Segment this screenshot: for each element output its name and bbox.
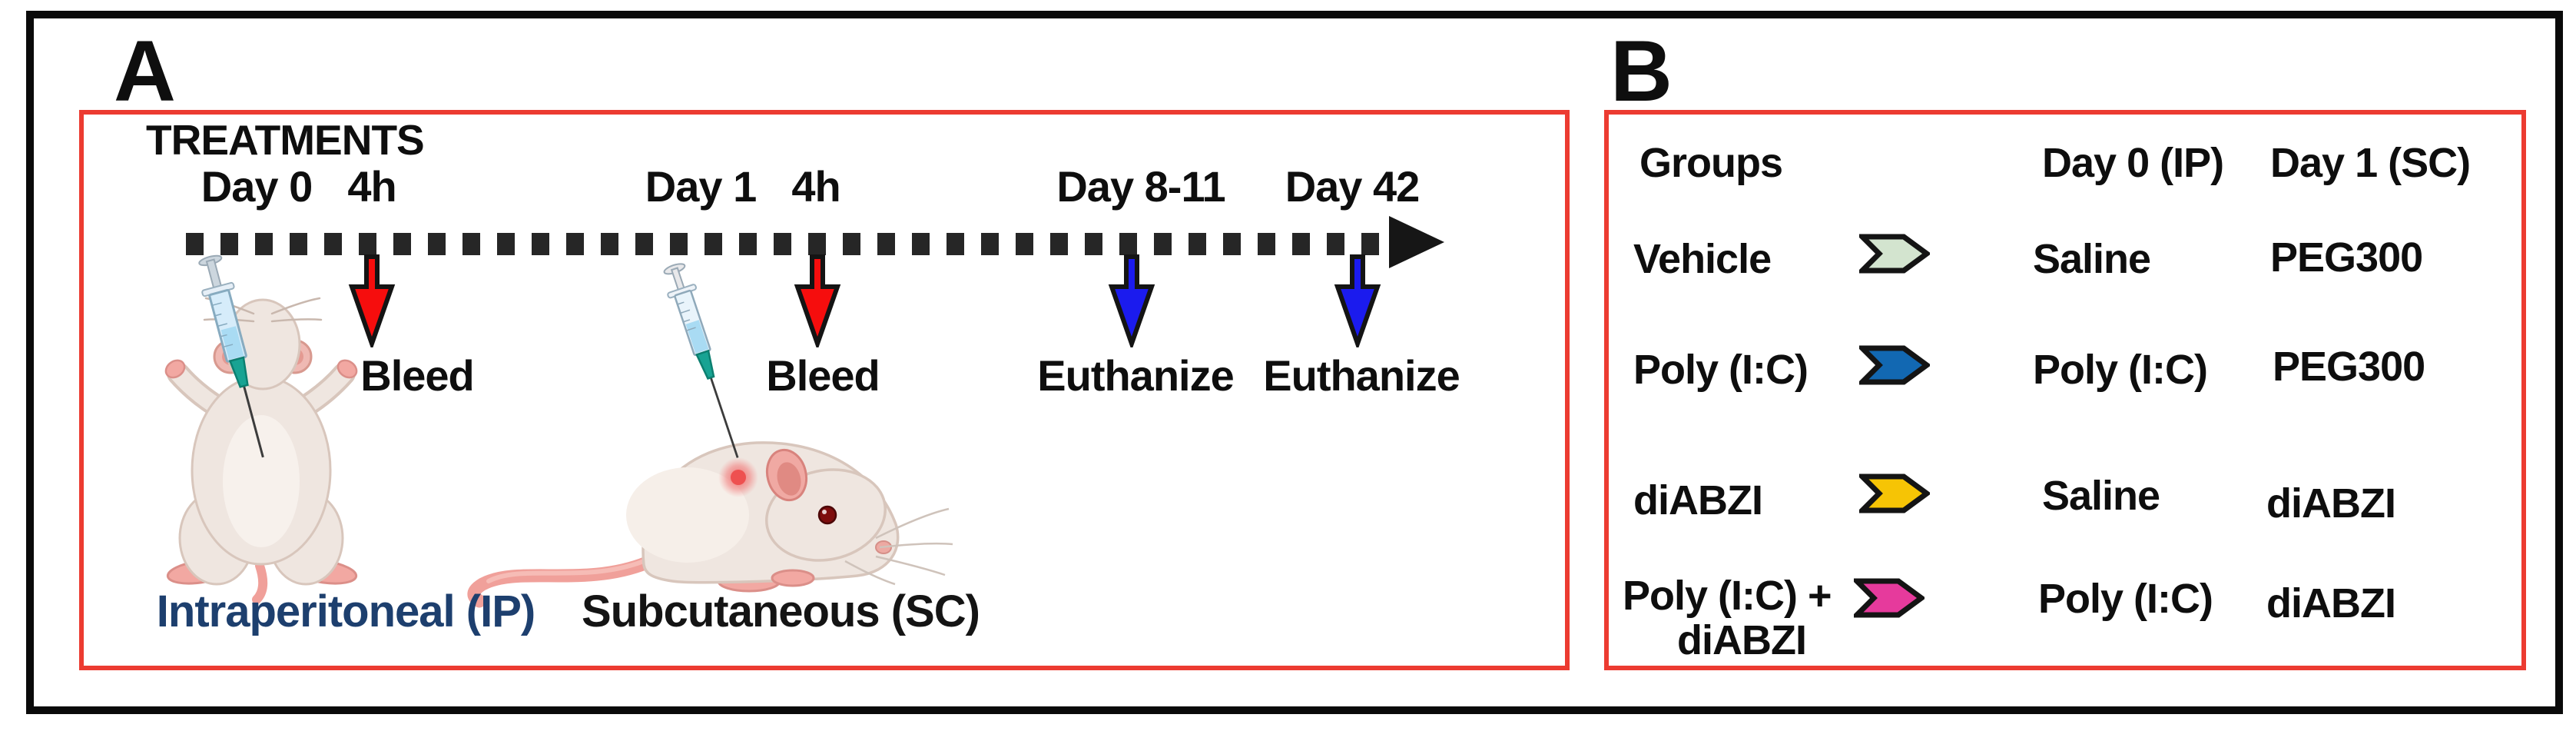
bleed-arrow-icon-1 [348, 254, 396, 347]
event-label-euthanize-2: Euthanize [1263, 351, 1460, 400]
group-label-diabzi: diABZI [1633, 477, 1763, 523]
ip-mouse-illustration [164, 254, 358, 604]
cell-polyic-diabzi-day0: Poly (I:C) [2038, 576, 2213, 622]
cell-polyic-day1: PEG300 [2273, 344, 2425, 390]
euthanize-arrow-icon-1 [1108, 254, 1155, 347]
panel-b-box [1604, 110, 2526, 670]
timepoint-day42: Day 42 [1285, 162, 1421, 211]
bleed-arrow-icon-2 [794, 254, 841, 347]
group-label-polyic: Poly (I:C) [1633, 347, 1809, 393]
chevron-icon-diabzi [1859, 473, 1930, 513]
timepoint-day1: Day 1 [645, 162, 757, 211]
group-label-vehicle: Vehicle [1633, 236, 1772, 282]
cell-vehicle-day0: Saline [2033, 236, 2151, 282]
group-label-polyic-diabzi-line1: Poly (I:C) + [1623, 573, 1832, 619]
group-label-polyic-diabzi-line2: diABZI [1677, 617, 1807, 663]
panel-a-title: TREATMENTS [146, 116, 425, 164]
column-header-day0: Day 0 (IP) [2042, 140, 2224, 186]
route-label-subcutaneous: Subcutaneous (SC) [582, 586, 980, 636]
timepoint-4h-2: 4h [791, 162, 840, 211]
timepoint-4h-1: 4h [347, 162, 396, 211]
timeline-arrowhead-icon [1389, 216, 1444, 268]
cell-diabzi-day0: Saline [2042, 473, 2160, 519]
cell-polyic-day0: Poly (I:C) [2033, 347, 2208, 393]
route-label-intraperitoneal: Intraperitoneal (IP) [156, 586, 535, 636]
chevron-icon-vehicle [1859, 234, 1930, 274]
chevron-icon-polyic-diabzi [1854, 578, 1925, 618]
chevron-icon-polyic [1859, 345, 1930, 385]
cell-diabzi-day1: diABZI [2266, 480, 2396, 527]
panel-a-box [79, 110, 1570, 670]
timepoint-day0: Day 0 [201, 162, 313, 211]
column-header-day1: Day 1 (SC) [2270, 140, 2471, 186]
timeline-dashed-line [186, 233, 1392, 255]
event-label-euthanize-1: Euthanize [1037, 351, 1234, 400]
event-label-bleed-1: Bleed [360, 351, 475, 400]
ip-syringe-icon [198, 254, 264, 458]
timepoint-day8-11: Day 8-11 [1056, 162, 1225, 211]
event-label-bleed-2: Bleed [766, 351, 880, 400]
figure-outer-frame [26, 11, 2563, 714]
panel-b-letter: B [1610, 23, 1673, 119]
euthanize-arrow-icon-2 [1334, 254, 1381, 347]
column-header-groups: Groups [1639, 140, 1783, 186]
cell-vehicle-day1: PEG300 [2270, 234, 2423, 281]
sc-syringe-icon [663, 263, 739, 458]
cell-polyic-diabzi-day1: diABZI [2266, 580, 2396, 626]
sc-mouse-illustration [467, 263, 953, 608]
panel-a-letter: A [114, 23, 176, 119]
